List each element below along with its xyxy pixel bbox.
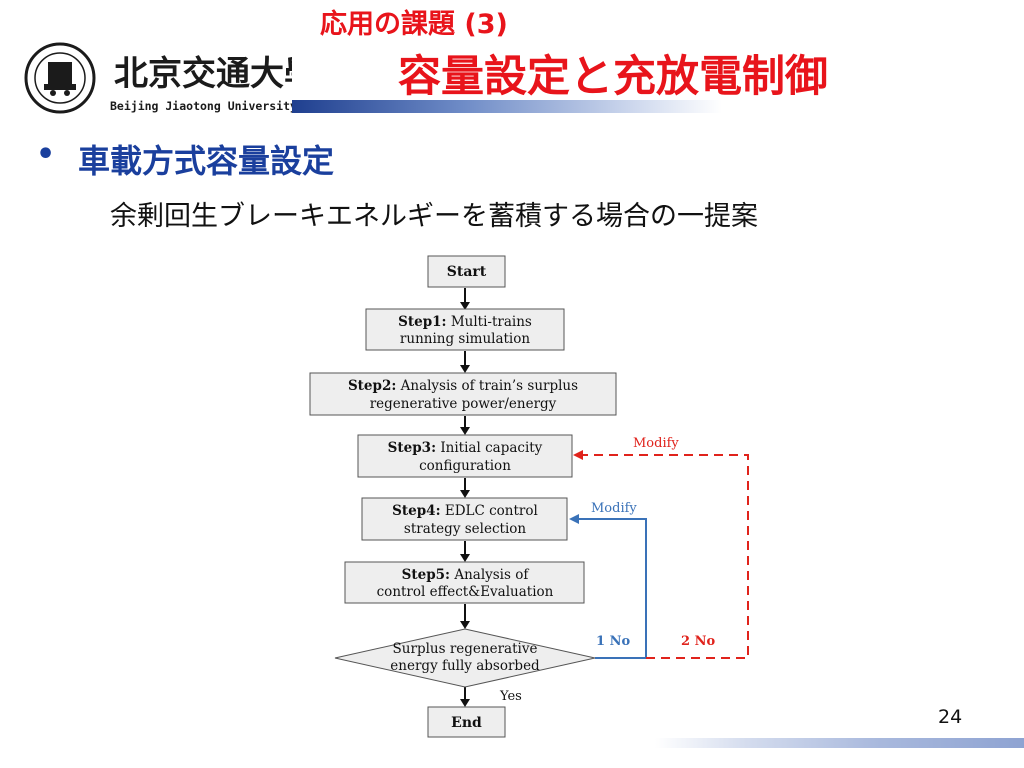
- step1-box: Step1: Multi-trains running simulation: [365, 308, 565, 351]
- subtitle-text: 余剰回生ブレーキエネルギーを蓄積する場合の一提案: [110, 201, 758, 232]
- decision-node: Surplus regenerative energy fully absorb…: [334, 628, 596, 688]
- step4-box: Step4: EDLC control strategy selection: [361, 497, 568, 541]
- step5-line2: control effect&Evaluation: [377, 584, 554, 600]
- red-modify-loop: [573, 450, 749, 659]
- step5-line1: Analysis of: [450, 567, 529, 583]
- start-node: Start: [427, 255, 506, 288]
- step3-line2: configuration: [419, 458, 511, 474]
- university-logo: 北京交通大學 Beijing Jiaotong University: [22, 40, 318, 116]
- blue-modify-loop: [569, 514, 647, 659]
- step3-line1: Initial capacity: [436, 440, 543, 456]
- step1-line1: Multi-trains: [447, 314, 532, 330]
- step4-line2: strategy selection: [404, 521, 526, 537]
- header-divider: [292, 100, 722, 113]
- step4-tag: Step4:: [392, 503, 440, 519]
- step2-box: Step2: Analysis of train’s surplus regen…: [309, 372, 617, 416]
- university-name-cn: 北京交通大學: [114, 54, 292, 94]
- step1-line2: running simulation: [400, 331, 530, 347]
- start-label: Start: [447, 264, 487, 280]
- end-node: End: [427, 706, 506, 738]
- modify-red-label: Modify: [633, 436, 679, 451]
- step5-tag: Step5:: [402, 567, 450, 583]
- step2-tag: Step2:: [348, 378, 396, 394]
- modify-blue-label: Modify: [591, 501, 637, 516]
- page-number: 24: [938, 706, 963, 728]
- university-name-en: Beijing Jiaotong University: [110, 99, 292, 113]
- yes-label: Yes: [499, 689, 522, 704]
- footer-bar: [655, 738, 1024, 748]
- svg-text:Step3: Initial capacity: Step3: Initial capacity: [388, 440, 543, 456]
- bullet-heading: 車載方式容量設定: [78, 142, 335, 180]
- step3-box: Step3: Initial capacity configuration: [357, 434, 573, 478]
- slide-title-line1: 応用の課題 (3): [320, 9, 508, 40]
- step4-line1: EDLC control: [441, 503, 538, 519]
- step3-tag: Step3:: [388, 440, 436, 456]
- svg-text:Step2: Analysis of train’s sur: Step2: Analysis of train’s surplus: [348, 378, 578, 394]
- svg-text:Step4: EDLC control: Step4: EDLC control: [392, 503, 538, 519]
- university-seal-icon: [24, 42, 96, 114]
- decision-line2: energy fully absorbed: [390, 658, 540, 674]
- no1-label: 1 No: [596, 634, 630, 649]
- no2-label: 2 No: [681, 634, 715, 649]
- step2-line1: Analysis of train’s surplus: [396, 378, 578, 394]
- bullet-icon: •: [36, 137, 56, 172]
- decision-line1: Surplus regenerative: [393, 641, 538, 657]
- svg-text:Step1: Multi-trains: Step1: Multi-trains: [398, 314, 532, 330]
- slide-title-line2: 容量設定と充放電制御: [398, 52, 828, 102]
- step2-line2: regenerative power/energy: [370, 396, 557, 412]
- flow-arrows: [460, 288, 470, 707]
- step5-box: Step5: Analysis of control effect&Evalua…: [344, 561, 585, 604]
- svg-text:Step5: Analysis of: Step5: Analysis of: [402, 567, 530, 583]
- end-label: End: [451, 715, 482, 731]
- step1-tag: Step1:: [398, 314, 446, 330]
